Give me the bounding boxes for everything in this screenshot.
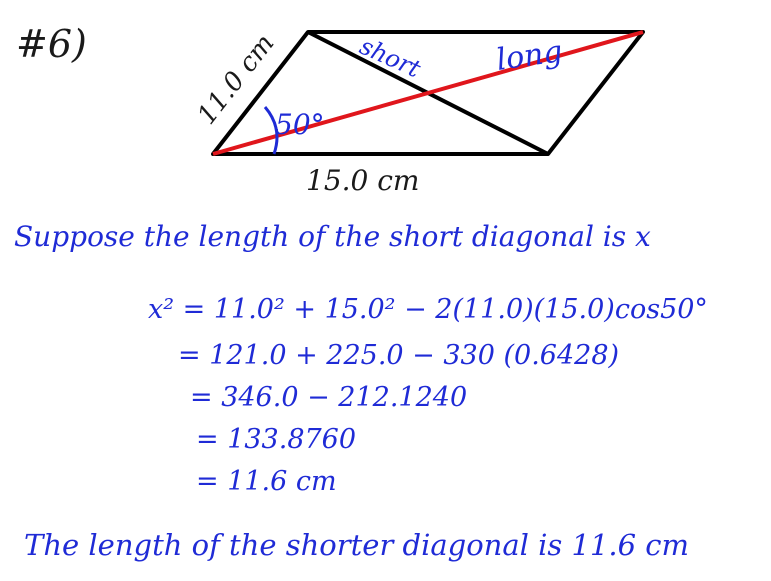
angle-label: 50° — [275, 108, 325, 141]
equation-line-3: = 346.0 − 212.1240 — [190, 382, 468, 413]
angle-arc — [263, 106, 279, 155]
conclusion-statement: The length of the shorter diagonal is 11… — [24, 528, 690, 562]
side-length-label: 11.0 cm — [192, 29, 281, 131]
long-diagonal — [212, 30, 644, 156]
equation-line-1: x² = 11.0² + 15.0² − 2(11.0)(15.0)cos50° — [148, 294, 708, 325]
equation-line-4: = 133.8760 — [196, 424, 357, 455]
intro-statement: Suppose the length of the short diagonal… — [14, 220, 651, 253]
equation-line-5: = 11.6 cm — [196, 466, 337, 497]
problem-number: #6) — [16, 22, 87, 66]
long-diagonal-label: long — [494, 34, 564, 78]
equation-line-2: = 121.0 + 225.0 − 330 (0.6428) — [178, 340, 620, 371]
base-length-label: 15.0 cm — [306, 164, 419, 197]
